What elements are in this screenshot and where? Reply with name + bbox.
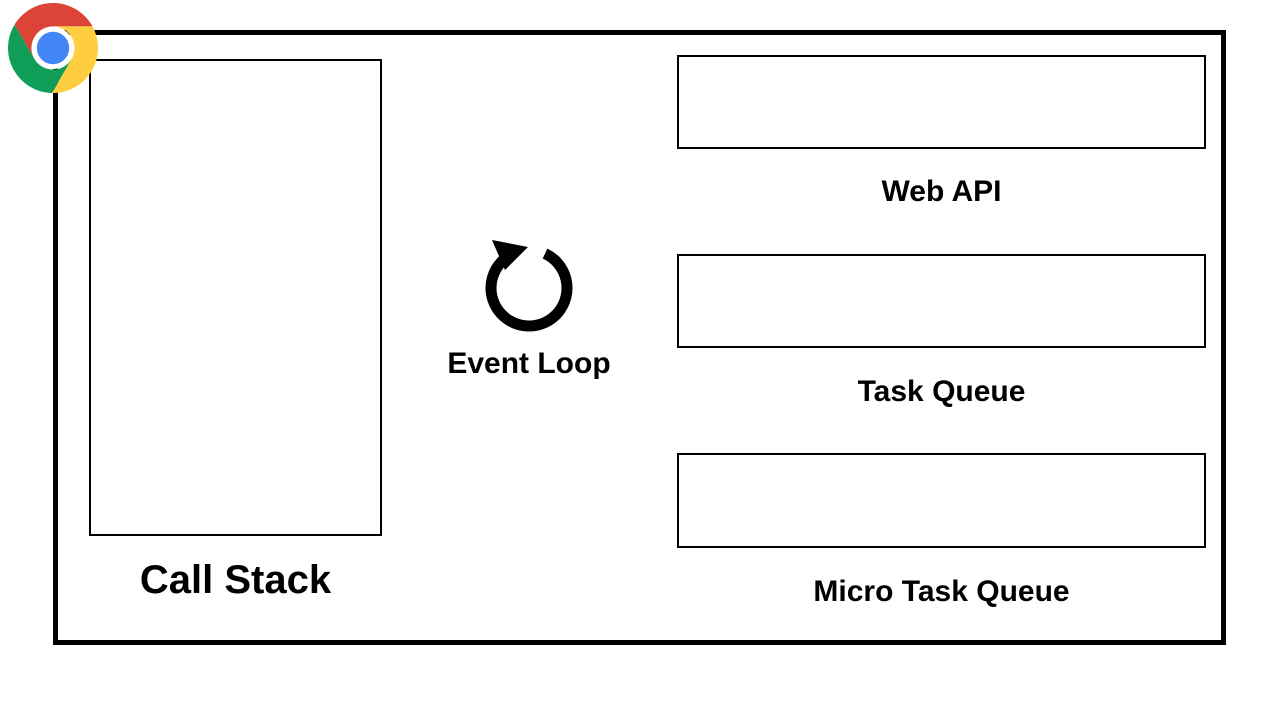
call-stack-label: Call Stack [139,558,332,602]
call-stack-box [89,59,382,536]
chrome-logo-yellow-segment [51,26,98,93]
event-loop-circular-arrow-icon [485,240,573,332]
micro-task-queue-label: Micro Task Queue [813,575,1070,608]
event-loop-label: Event Loop [447,347,611,380]
chrome-logo-red-segment [14,3,93,59]
task-queue-box [677,254,1206,348]
event-loop-arc [485,247,573,332]
task-queue-label: Task Queue [857,375,1026,408]
chrome-logo-blue-center [36,31,70,65]
web-api-label: Web API [881,175,1002,208]
micro-task-queue-box [677,453,1206,548]
event-loop-arrowhead [492,240,528,270]
web-api-box [677,55,1206,149]
chrome-logo-green-segment [8,24,72,93]
chrome-logo [8,3,98,93]
